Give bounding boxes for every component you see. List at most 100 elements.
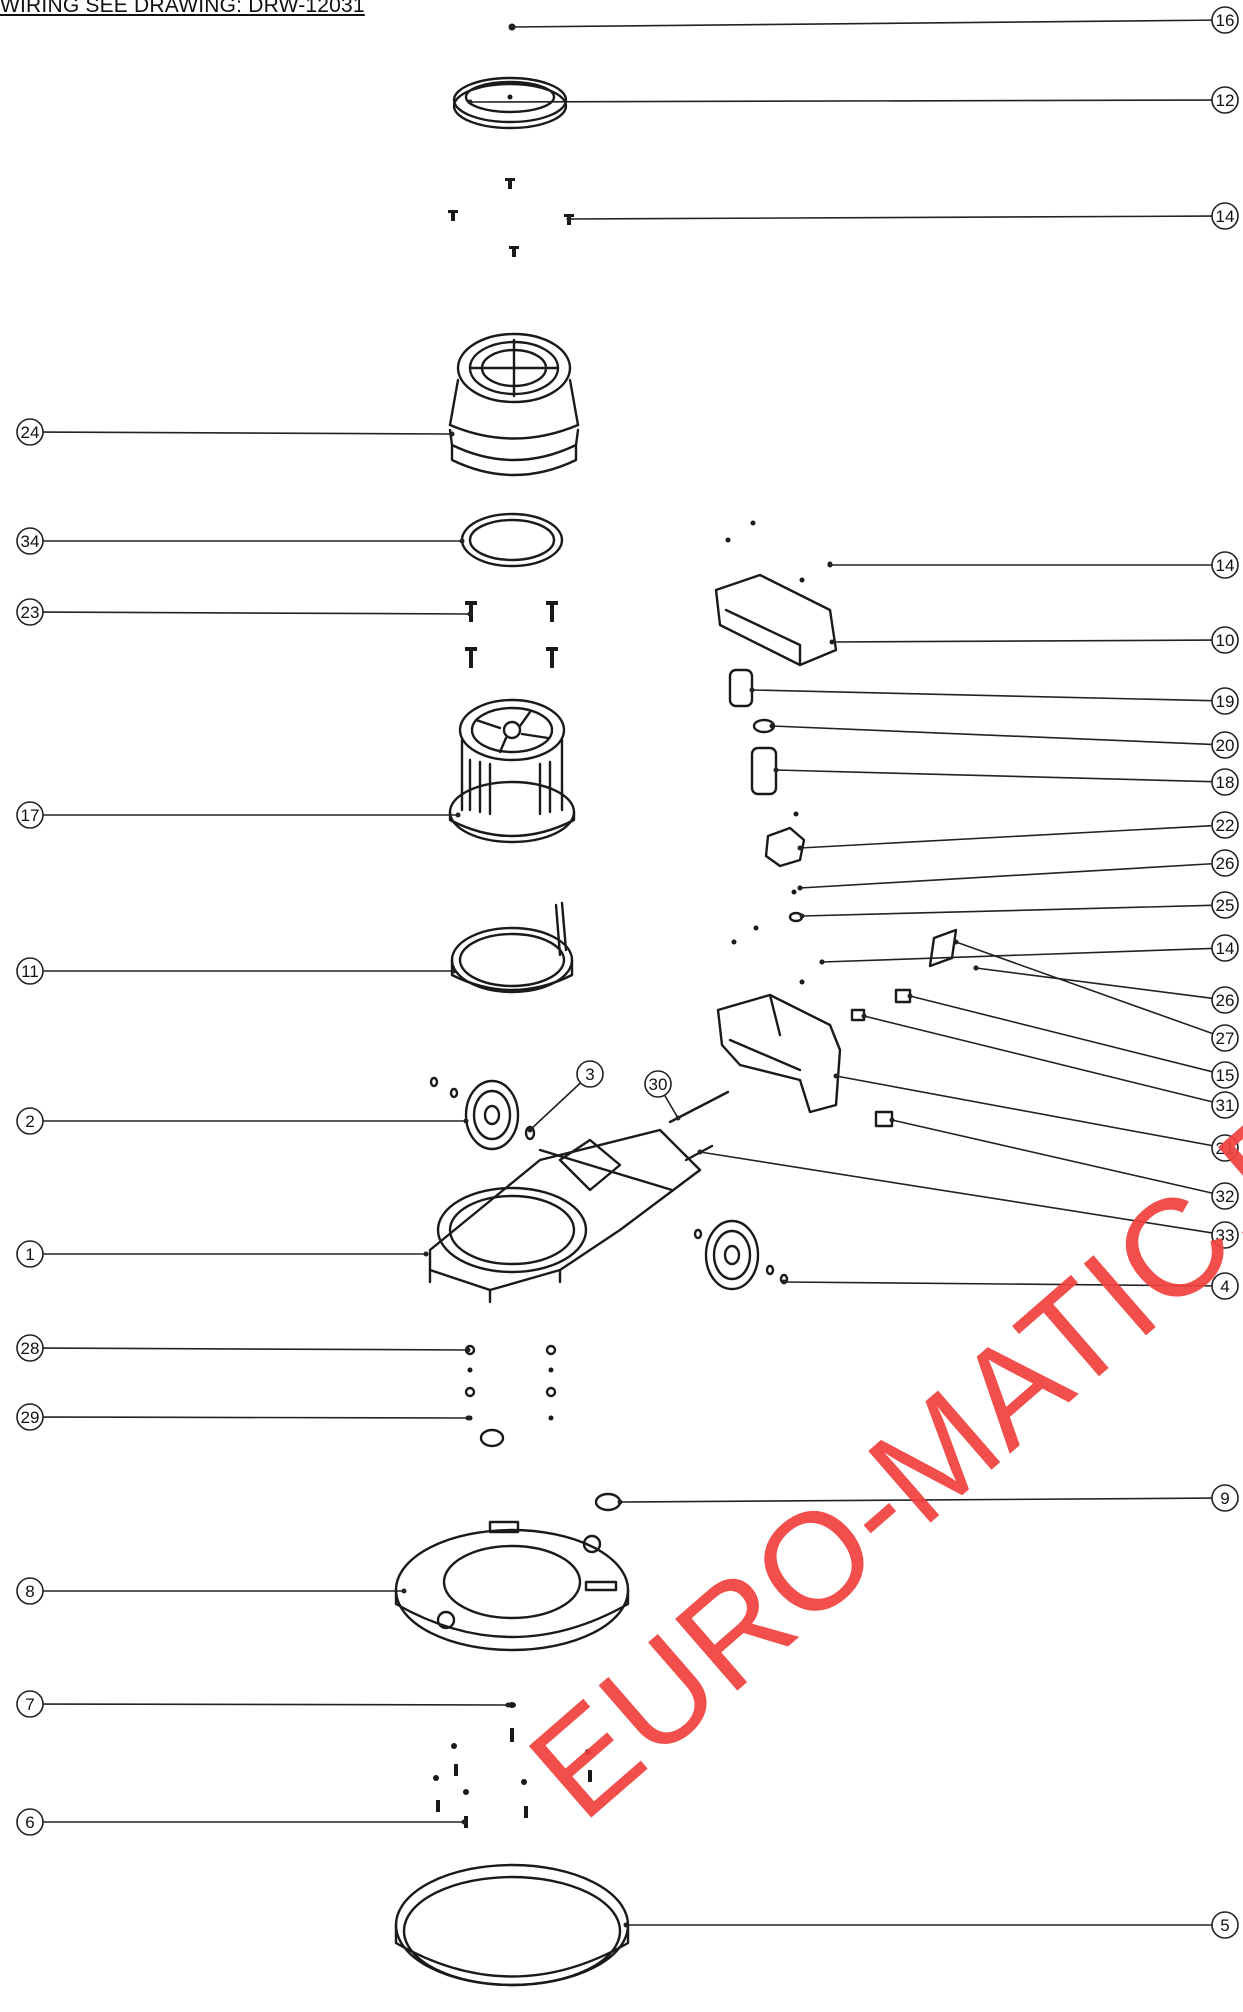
callout-circle	[16, 1240, 44, 1268]
callout-circle	[1211, 1484, 1239, 1512]
callout-16: 16	[509, 6, 1239, 34]
motor-part-17	[448, 698, 576, 844]
callout-20: 20	[769, 723, 1239, 759]
leader-line	[663, 1094, 679, 1119]
callout-circle	[1211, 86, 1239, 114]
callout-number: 30	[649, 1075, 668, 1094]
callout-number: 19	[1216, 692, 1235, 711]
callout-circle	[1211, 731, 1239, 759]
callout-circle	[16, 1577, 44, 1605]
callout-number: 12	[1216, 91, 1235, 110]
callout-number: 4	[1220, 1277, 1229, 1296]
control-housing-part-10	[714, 573, 838, 667]
leader-line	[42, 431, 453, 435]
leader-dot	[467, 611, 473, 617]
leader-dot	[505, 1702, 511, 1708]
leader-dot	[675, 1115, 681, 1121]
callout-8: 8	[16, 1577, 407, 1605]
callout-circle	[1211, 1911, 1239, 1939]
leader-line	[42, 611, 471, 615]
leader-line	[863, 1015, 1213, 1103]
callout-14: 14	[827, 551, 1239, 579]
leader-dot	[509, 24, 515, 30]
callout-15: 15	[907, 993, 1239, 1089]
leader-dot	[833, 1073, 839, 1079]
callout-circle	[16, 527, 44, 555]
bracket-part-27	[928, 928, 958, 968]
callout-number: 5	[1220, 1916, 1229, 1935]
leader-dot	[465, 1415, 471, 1421]
leader-line	[42, 1347, 469, 1351]
callout-number: 17	[21, 806, 40, 825]
callout-number: 23	[21, 603, 40, 622]
callout-number: 26	[1216, 854, 1235, 873]
leader-dot	[697, 1149, 703, 1155]
callout-circle	[1211, 626, 1239, 654]
callout-number: 18	[1216, 773, 1235, 792]
callout-number: 21	[1216, 1139, 1235, 1158]
leader-line	[891, 1119, 1213, 1194]
callout-6: 6	[16, 1808, 467, 1836]
callout-12: 12	[467, 86, 1239, 114]
callout-circle	[1211, 1272, 1239, 1300]
callout-circle	[1211, 934, 1239, 962]
callout-circle	[576, 1060, 604, 1088]
callout-number: 10	[1216, 631, 1235, 650]
switch-part-22	[764, 826, 806, 868]
callout-circle	[16, 1690, 44, 1718]
callout-number: 25	[1216, 896, 1235, 915]
callout-1: 1	[16, 1240, 429, 1268]
callout-5: 5	[623, 1911, 1239, 1939]
leader-dot	[773, 767, 779, 773]
leader-dot	[463, 1118, 469, 1124]
callout-number: 29	[21, 1408, 40, 1427]
callout-circle	[1211, 849, 1239, 877]
callout-31: 31	[861, 1013, 1239, 1119]
callout-number: 2	[25, 1112, 34, 1131]
leader-line	[751, 689, 1213, 702]
callout-25: 25	[799, 891, 1239, 919]
callout-17: 17	[16, 801, 461, 829]
leader-dot	[623, 1922, 629, 1928]
callout-2: 2	[16, 1107, 469, 1135]
leader-dot	[423, 1251, 429, 1257]
motor-cover-part-24	[448, 332, 580, 477]
callout-number: 7	[25, 1695, 34, 1714]
screws-part-7-6	[433, 1702, 592, 1828]
leader-dot	[467, 99, 473, 105]
callout-18: 18	[773, 767, 1239, 796]
callout-circle	[1211, 1221, 1239, 1249]
callout-19: 19	[749, 687, 1239, 715]
leader-dot	[861, 1013, 867, 1019]
callout-number: 26	[1216, 991, 1235, 1010]
leader-line	[775, 769, 1213, 783]
callout-circle	[1211, 1091, 1239, 1119]
callout-32: 32	[889, 1117, 1239, 1210]
callout-number: 24	[21, 423, 40, 442]
leader-line	[821, 947, 1213, 963]
callout-14: 14	[566, 202, 1239, 230]
leader-line	[975, 967, 1213, 1000]
knob-part-9	[594, 1492, 622, 1512]
leader-line	[831, 639, 1213, 643]
callout-number: 9	[1220, 1489, 1229, 1508]
leader-dot	[953, 939, 959, 945]
leader-dot	[799, 913, 805, 919]
leader-line	[699, 1151, 1213, 1234]
callout-circle	[16, 1334, 44, 1362]
callout-circle	[1211, 1061, 1239, 1089]
leader-line	[783, 1281, 1213, 1287]
callout-24: 24	[16, 418, 455, 446]
callout-14: 14	[819, 934, 1239, 965]
leader-line	[771, 725, 1213, 746]
callout-34: 34	[16, 527, 465, 555]
callout-circle	[1211, 891, 1239, 919]
callout-23: 23	[16, 598, 473, 626]
top-cap-part-12	[452, 76, 568, 130]
leader-dot	[459, 538, 465, 544]
callout-number: 11	[21, 962, 39, 981]
callout-30: 30	[644, 1070, 681, 1121]
callout-11: 11	[16, 957, 457, 985]
callout-21: 21	[833, 1073, 1239, 1162]
